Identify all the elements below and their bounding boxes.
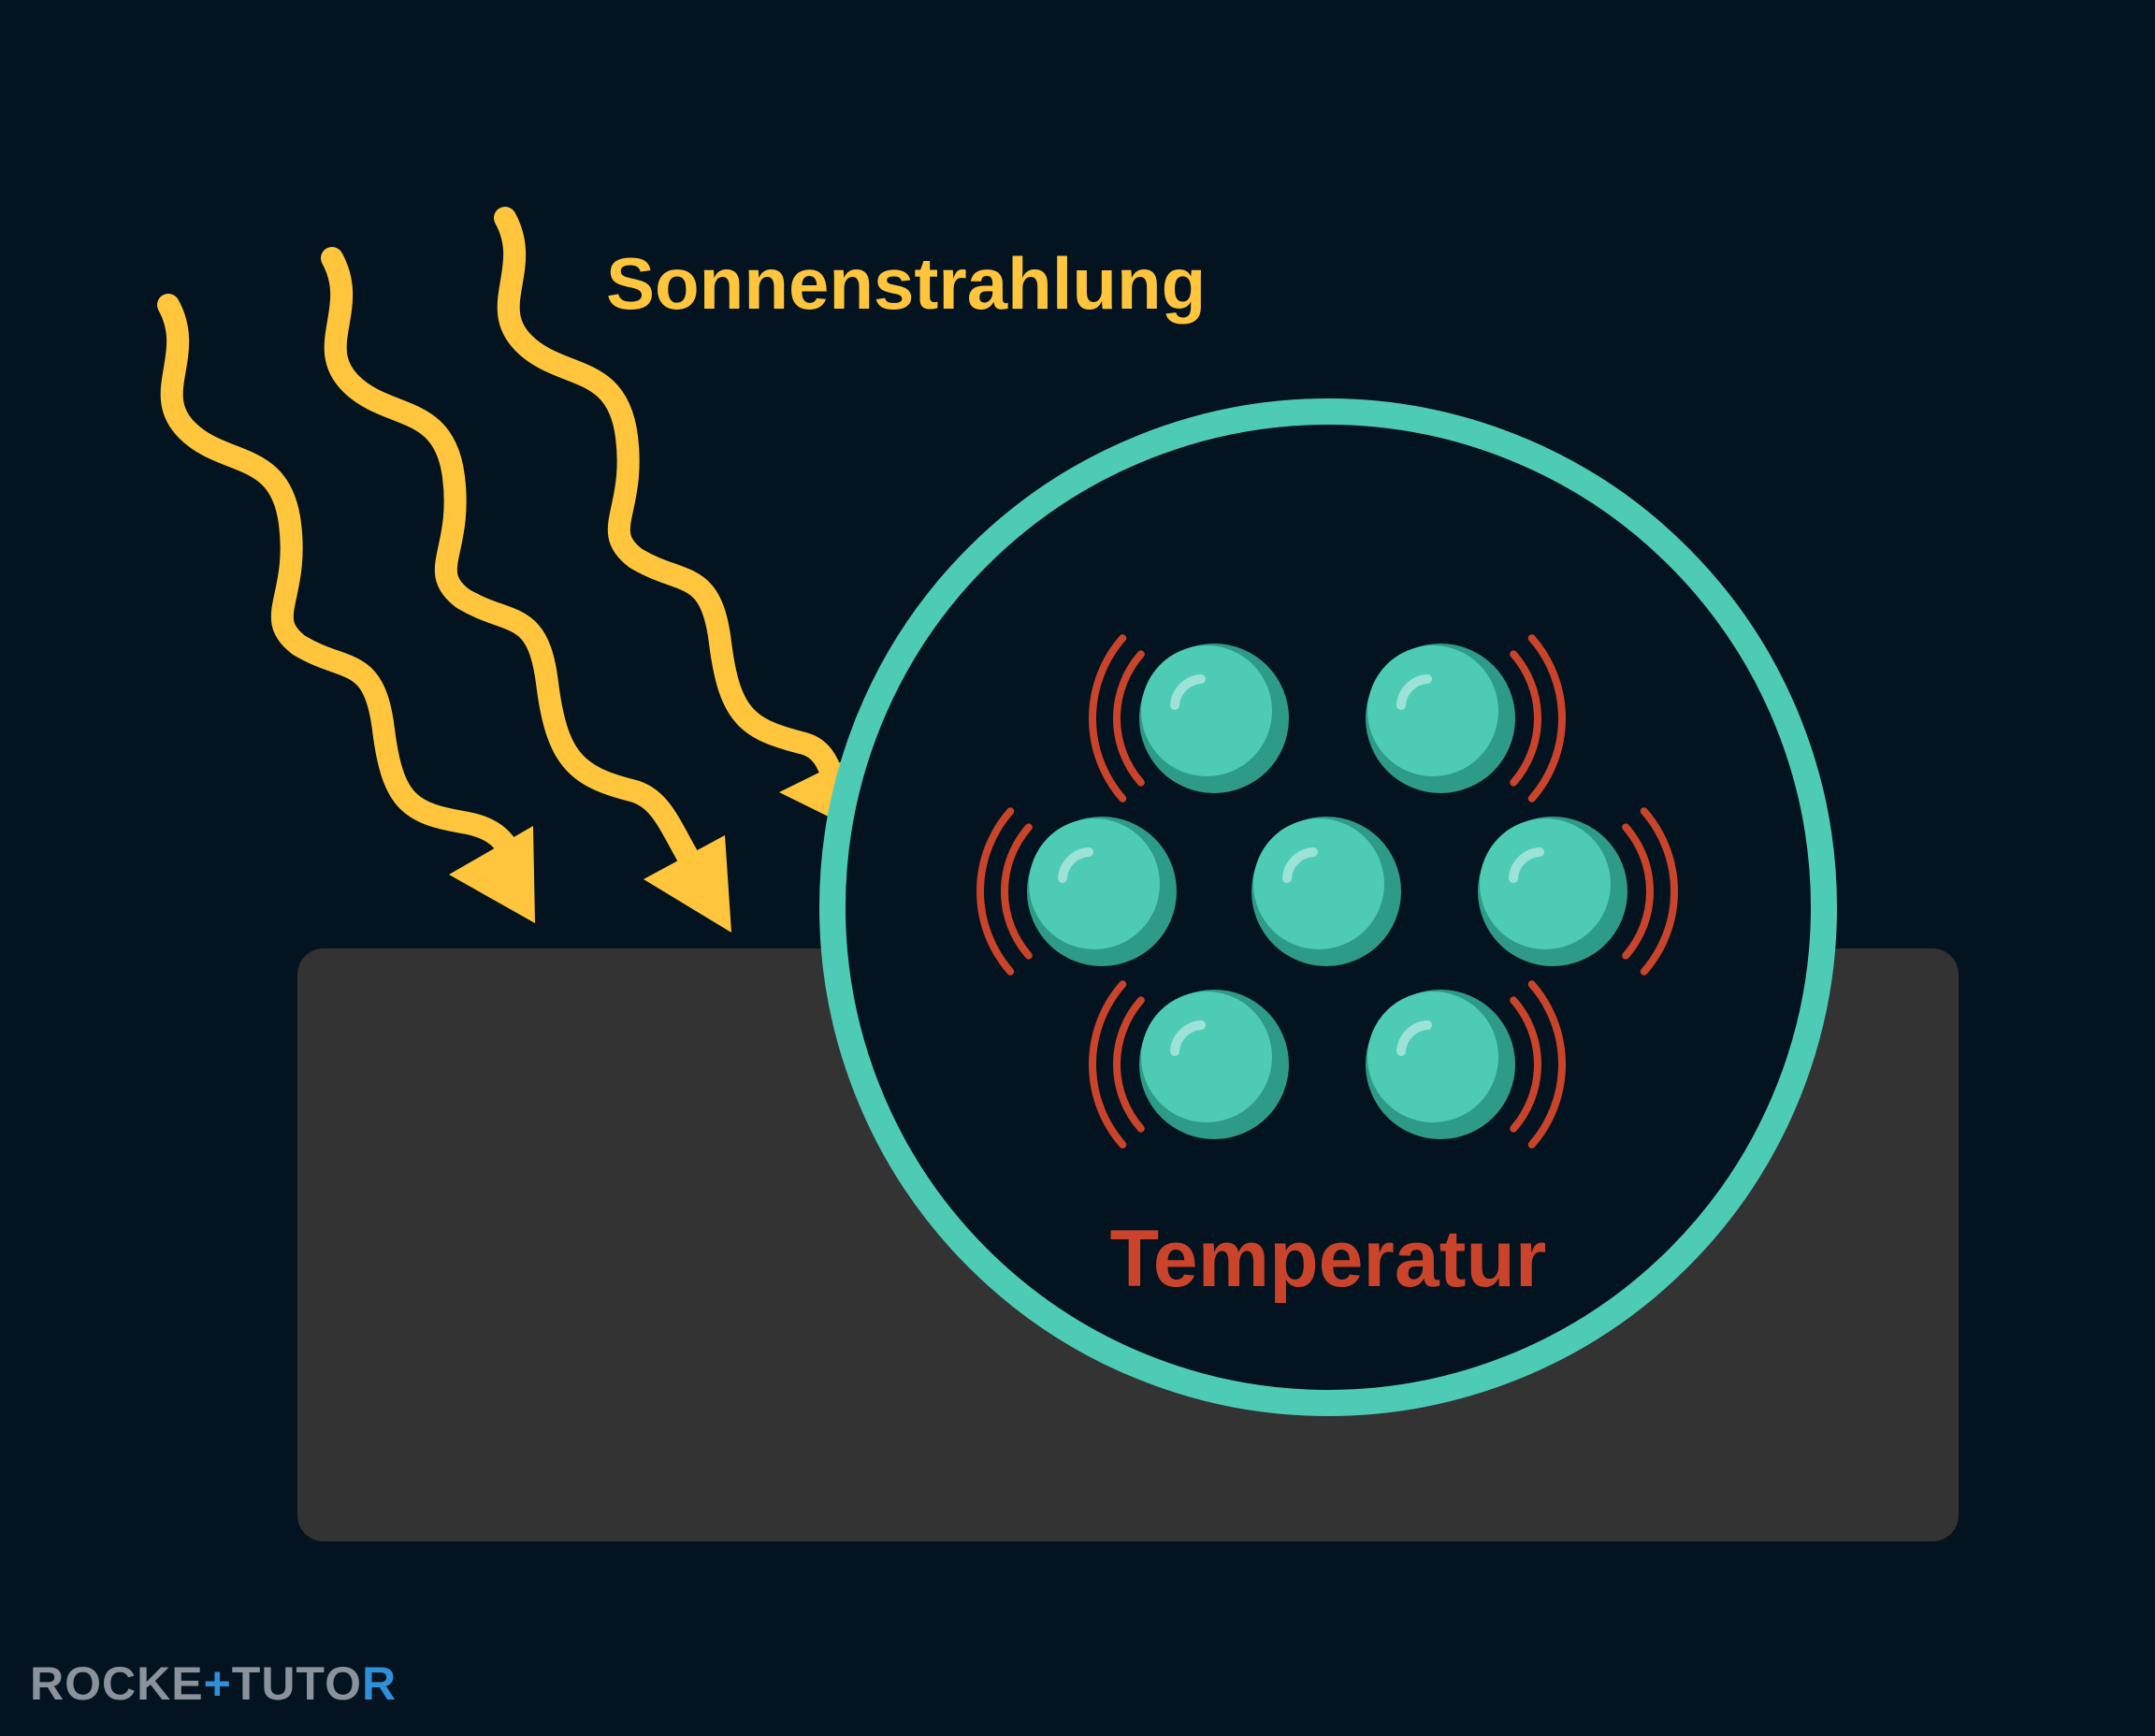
brand-plus-mark: +	[203, 1657, 232, 1710]
brand-text-part3: R	[361, 1657, 398, 1710]
particle	[1478, 817, 1627, 966]
sun-rays	[157, 207, 844, 867]
particle	[1139, 990, 1289, 1139]
particle	[1366, 990, 1515, 1139]
vibration-arc	[1527, 980, 1566, 1149]
radiation-label: Sonnenstrahlung	[606, 242, 1206, 325]
particle-highlight	[1170, 674, 1206, 710]
arrowhead-3	[779, 761, 842, 823]
particle-body	[1367, 645, 1498, 776]
vibration-arc	[1640, 807, 1678, 976]
particle-body	[1029, 818, 1160, 949]
particle-highlight	[1058, 847, 1093, 883]
vibration-arc	[976, 807, 1015, 976]
particle	[1139, 644, 1289, 793]
particle-highlight	[1170, 1020, 1206, 1056]
brand-text-part2: TUTO	[231, 1657, 362, 1710]
sun-ray-2	[321, 247, 699, 867]
vibration-arc	[1510, 650, 1541, 787]
vibration-arc	[1112, 996, 1145, 1133]
brand-text-part1: ROCKE	[30, 1657, 204, 1710]
particle-body	[1367, 991, 1498, 1122]
particle-body	[1480, 818, 1611, 949]
temperature-label: Temperatur	[1110, 1214, 1547, 1304]
particle	[1251, 817, 1401, 966]
particle	[1027, 817, 1177, 966]
vibration-arc	[1089, 980, 1127, 1149]
arrowhead-2	[644, 835, 731, 933]
brand-logo: ROCKE + TUTO R	[30, 1656, 397, 1712]
particle	[1366, 644, 1515, 793]
particle-body	[1141, 991, 1272, 1122]
vibration-arc	[1000, 823, 1033, 960]
particle-body	[1141, 645, 1272, 776]
vibration-arc	[1089, 634, 1127, 803]
particle-highlight	[1282, 847, 1318, 883]
vibration-arc	[1113, 650, 1145, 787]
sun-ray-1	[157, 294, 524, 867]
particle-highlight	[1396, 674, 1432, 710]
sun-ray-3	[494, 207, 844, 788]
particle-lattice	[1027, 644, 1627, 1139]
vibration-arc	[1622, 823, 1655, 960]
particle-highlight	[1396, 1020, 1432, 1056]
sun-ray-arrowheads	[449, 761, 842, 933]
particle-highlight	[1509, 847, 1544, 883]
vibration-arc	[1527, 634, 1566, 803]
particle-body	[1253, 818, 1384, 949]
vibration-arc	[1510, 996, 1542, 1133]
arrowhead-1	[449, 826, 535, 923]
vibration-marks	[976, 634, 1678, 1149]
